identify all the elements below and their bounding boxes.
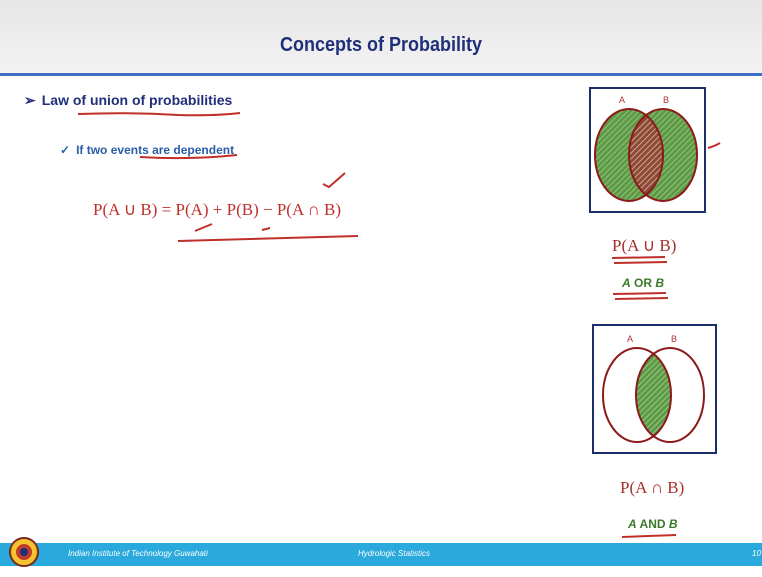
intersection-notation: P(A ∩ B) bbox=[620, 478, 685, 497]
underline-union-caption-1 bbox=[611, 256, 666, 259]
venn-union-label-b: B bbox=[663, 95, 669, 105]
union-notation: P(A ∪ B) bbox=[612, 236, 677, 255]
iit-guwahati-logo bbox=[9, 537, 39, 567]
intersection-caption-b: B bbox=[668, 517, 678, 531]
venn-intersection-label-a: A bbox=[627, 334, 633, 344]
tick-mark-pa bbox=[194, 223, 213, 232]
footer-institute: Indian Institute of Technology Guwahati bbox=[68, 549, 208, 558]
bullet-dependent-events: ✓ If two events are dependent bbox=[60, 143, 234, 157]
union-caption-op: OR bbox=[630, 276, 656, 290]
arrow-bullet-icon: ➢ bbox=[24, 92, 36, 108]
footer-bar: Indian Institute of Technology Guwahati … bbox=[0, 543, 762, 566]
tick-mark-top bbox=[322, 172, 346, 189]
underline-and-caption bbox=[621, 534, 677, 538]
intersection-caption: A AND B bbox=[628, 517, 678, 531]
underline-or-caption-2 bbox=[614, 297, 669, 300]
title-divider bbox=[0, 73, 762, 76]
underline-formula bbox=[177, 235, 359, 242]
underline-or-caption-1 bbox=[612, 292, 667, 295]
underline-union-of-probabilities bbox=[77, 112, 241, 117]
union-law-formula: P(A ∪ B) = P(A) + P(B) − P(A ∩ B) bbox=[93, 200, 342, 219]
bullet-law-of-union: ➢ Law of union of probabilities bbox=[24, 92, 232, 109]
title-band bbox=[0, 0, 762, 75]
tick-mark-pb bbox=[261, 227, 271, 231]
intersection-caption-a: A bbox=[628, 517, 637, 531]
slide-title: Concepts of Probability bbox=[279, 34, 483, 56]
union-caption-a: A bbox=[622, 276, 631, 290]
intersection-caption-op: AND bbox=[636, 517, 669, 531]
venn-union-diagram: A B bbox=[589, 87, 706, 213]
bullet-dependent-text: If two events are dependent bbox=[76, 143, 235, 157]
venn-union-label-a: A bbox=[619, 95, 625, 105]
union-caption-b: B bbox=[655, 276, 665, 290]
footer-course: Hydrologic Statistics bbox=[358, 549, 431, 558]
venn-intersection-label-b: B bbox=[671, 334, 677, 344]
footer-page-number: 10 bbox=[752, 549, 761, 558]
bullet-law-text: Law of union of probabilities bbox=[41, 92, 233, 108]
union-caption: A OR B bbox=[622, 276, 664, 290]
underline-union-caption-2 bbox=[613, 261, 668, 264]
venn-intersection-diagram: A B bbox=[592, 324, 717, 454]
tick-mark-venn bbox=[707, 142, 721, 149]
checkmark-bullet-icon: ✓ bbox=[60, 143, 71, 157]
